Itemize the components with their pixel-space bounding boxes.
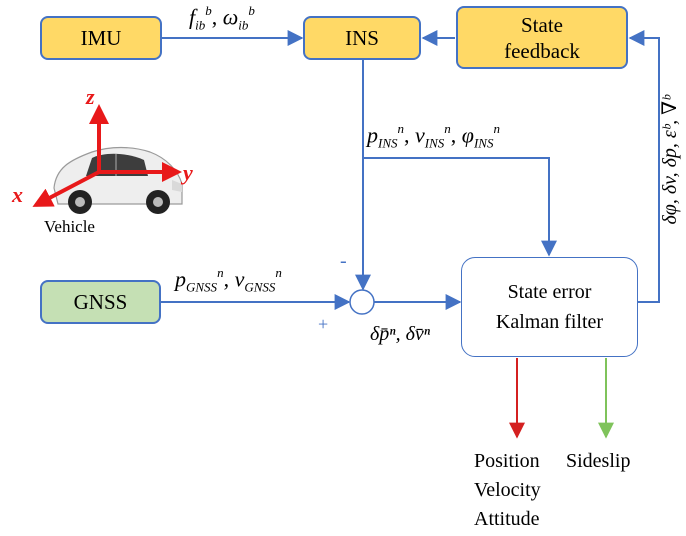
- output-sideslip: Sideslip: [566, 450, 631, 472]
- axis-x-label: x: [12, 182, 23, 207]
- imu-block: IMU: [40, 16, 162, 60]
- sum-junction: [349, 289, 375, 315]
- axis-y-label: y: [183, 160, 193, 185]
- plus-sign: +: [318, 314, 329, 334]
- ins-to-kalman-arrow: [363, 157, 557, 257]
- state-feedback-block: State feedback: [456, 6, 628, 69]
- axis-z-label: z: [86, 84, 95, 109]
- kalman-to-feedback-arrow: [628, 30, 660, 303]
- x-axis-arrow: [32, 170, 100, 207]
- vehicle-label: Vehicle: [44, 217, 95, 236]
- state-feedback-label-line1: State: [521, 12, 563, 37]
- kalman-filter-block: State error Kalman filter: [461, 257, 638, 357]
- output-position: Position: [474, 450, 540, 472]
- ins-label: INS: [345, 25, 379, 50]
- feedback-error-label: δφ, δv, δp, εᵇ, ∇ᵇ: [659, 94, 681, 225]
- imu-label: IMU: [80, 25, 122, 50]
- state-feedback-label-line2: feedback: [504, 38, 580, 63]
- residual-label: δp̄ⁿ, δv̄ⁿ: [370, 323, 431, 345]
- vehicle-car-icon: [53, 146, 183, 214]
- imu-output-label: fibb, ωibb: [189, 3, 255, 33]
- output-velocity: Velocity: [474, 479, 541, 501]
- kalman-label-line2: Kalman filter: [495, 311, 604, 333]
- ins-block: INS: [303, 16, 421, 60]
- minus-sign: -: [340, 250, 347, 272]
- gnss-block: GNSS: [40, 280, 161, 324]
- kalman-label-line1: State error: [507, 281, 592, 303]
- ins-output-label: pINSn, vINSn, φINSn: [367, 121, 500, 151]
- output-attitude: Attitude: [474, 508, 540, 530]
- gnss-label: GNSS: [73, 289, 128, 314]
- gnss-output-label: pGNSSn, vGNSSn: [175, 265, 282, 295]
- vehicle-axes: [32, 104, 182, 207]
